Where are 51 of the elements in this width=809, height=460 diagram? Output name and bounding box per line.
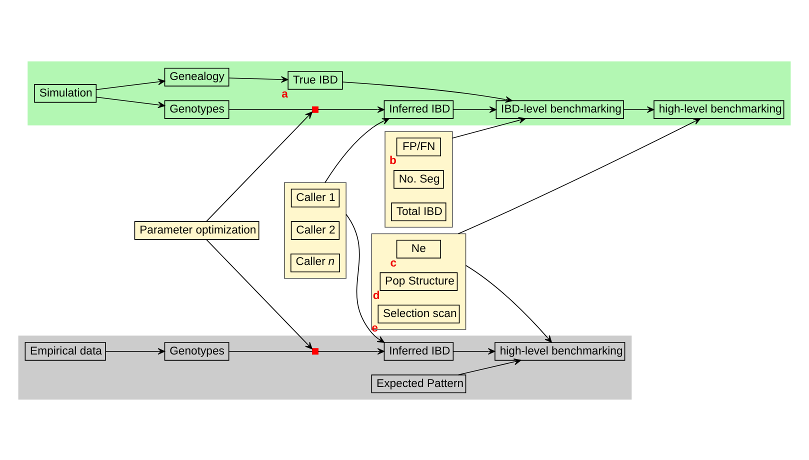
arrow (206, 111, 312, 222)
node-label: d (372, 289, 380, 302)
arrow (346, 213, 385, 342)
node-box: Total IBD (391, 202, 446, 221)
node-box (312, 348, 318, 354)
node-box: Genotypes (164, 342, 230, 360)
cluster (284, 182, 346, 278)
arrow (458, 358, 522, 375)
node-box: Caller 1 (290, 188, 340, 207)
arrow (452, 348, 496, 354)
arrow (96, 78, 166, 90)
cluster (384, 130, 453, 228)
arrow (458, 118, 701, 234)
connector (228, 108, 313, 110)
arrow (318, 348, 385, 354)
node-box: high-level benchmarking (494, 342, 626, 360)
node-label: a (282, 88, 288, 100)
arrow (324, 118, 390, 183)
connector (228, 350, 313, 352)
arrow (452, 116, 526, 138)
node-box: No. Seg (394, 170, 444, 188)
node-box: Caller n (290, 253, 340, 272)
node-box: Caller 2 (290, 220, 340, 240)
node-box: high-level benchmarking (654, 100, 784, 118)
arrow (452, 106, 497, 112)
node-box (312, 106, 318, 112)
node-label: c (390, 256, 397, 269)
arrow (105, 348, 165, 354)
arrow (465, 264, 552, 342)
node-box: Simulation (34, 84, 97, 102)
arrow (206, 238, 312, 349)
node-box: Ne (396, 239, 441, 258)
node-box: Selection scan (378, 304, 460, 323)
node-box: Empirical data (24, 342, 106, 360)
arrow (318, 106, 385, 112)
arrow (96, 96, 166, 108)
node-label: b (389, 154, 396, 167)
node-box: Inferred IBD (384, 342, 454, 360)
node-box: Expected Pattern (371, 374, 466, 393)
node-box: Pop Structure (380, 272, 458, 290)
node-box: Inferred IBD (384, 100, 454, 118)
arrow (623, 106, 654, 112)
node-box: Genealogy (164, 67, 230, 86)
arrow (228, 76, 288, 82)
node-label: e (372, 322, 378, 334)
node-box: IBD-level benchmarking (496, 100, 624, 118)
arrow (342, 81, 513, 102)
node-box: Parameter optimization (134, 220, 260, 240)
node-box: True IBD (288, 70, 343, 90)
node-box: FP/FN (396, 137, 441, 156)
node-box: Genotypes (164, 100, 230, 118)
